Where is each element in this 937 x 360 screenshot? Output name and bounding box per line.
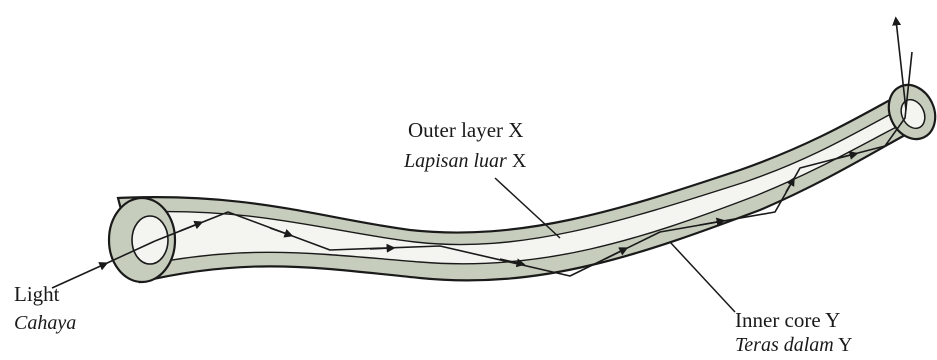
outer-layer-label-malay: Lapisan luar X: [404, 150, 526, 173]
outer-layer-malay-suffix: X: [507, 150, 526, 172]
inner-core-label: Inner core Y: [735, 308, 840, 333]
inner-core-leader: [670, 242, 735, 312]
light-label-malay: Cahaya: [14, 312, 76, 335]
outer-layer-malay-italic: Lapisan luar: [404, 150, 507, 172]
light-label: Light: [14, 282, 60, 307]
left-end-opening: [132, 216, 168, 264]
inner-core-malay-suffix: Y: [834, 334, 853, 356]
inner-core-label-malay: Teras dalam Y: [735, 334, 852, 357]
inner-core-malay-italic: Teras dalam: [735, 334, 834, 356]
outer-layer-label: Outer layer X: [408, 118, 523, 143]
